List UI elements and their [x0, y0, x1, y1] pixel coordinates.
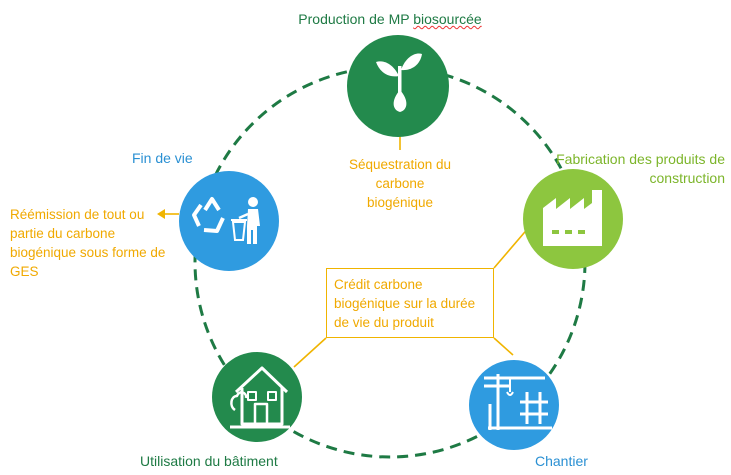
credit-connector-utilisation — [293, 337, 327, 368]
node-utilisation — [212, 352, 302, 442]
annotation-sequestration: Séquestration du carbone biogénique — [348, 157, 452, 210]
stage-label-production: Production de MP biosourcée — [298, 11, 482, 27]
node-fin-de-vie — [179, 171, 279, 271]
reemission-arrowhead — [157, 209, 165, 219]
factory-icon — [543, 190, 602, 246]
node-fabrication — [523, 169, 623, 269]
node-chantier — [469, 360, 559, 450]
node-production — [347, 35, 449, 137]
seedling-icon — [376, 53, 422, 112]
credit-box: Crédit carbone biogénique sur la durée d… — [326, 268, 494, 338]
annotation-credit: Crédit carbone biogénique sur la durée d… — [334, 277, 476, 330]
credit-connector-chantier — [493, 337, 514, 356]
house-icon — [230, 366, 290, 429]
stage-label-fin-de-vie: Fin de vie — [132, 150, 193, 166]
stage-label-utilisation: Utilisation du bâtiment — [140, 453, 278, 469]
trash-person-icon — [231, 197, 260, 244]
construction-crane-icon — [484, 374, 552, 430]
recycle-icon — [192, 197, 225, 233]
credit-connector-fabrication — [493, 225, 531, 269]
annotation-reemission: Réémission de tout ou partie du carbone … — [10, 207, 166, 279]
stage-label-chantier: Chantier — [535, 453, 588, 469]
stage-label-fabrication: Fabrication des produits de construction — [556, 151, 725, 186]
